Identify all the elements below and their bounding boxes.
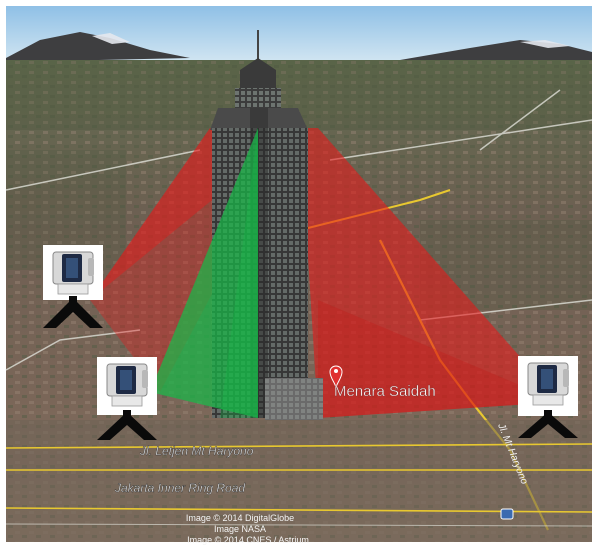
poi-label: Menara Saidah <box>334 383 436 400</box>
coverage-right-red <box>300 128 560 418</box>
tripod-icon <box>518 410 578 438</box>
tripod-icon <box>43 296 103 328</box>
scanner-right[interactable] <box>518 356 578 438</box>
map-pin-icon[interactable] <box>329 365 343 389</box>
laser-scanner-icon <box>527 362 569 406</box>
laser-scanner-icon <box>106 363 148 407</box>
imagery-credits: Image © 2014 DigitalGlobe Image NASA Ima… <box>186 513 309 545</box>
road-shield-icon <box>500 508 514 520</box>
tripod-icon <box>97 410 157 440</box>
road-yellow-main <box>5 443 593 449</box>
credit-line-2: Image NASA <box>214 524 266 534</box>
coverage-center-green <box>150 128 258 418</box>
credit-line-1: Image © 2014 DigitalGlobe <box>186 513 294 523</box>
mountain-left <box>6 32 190 62</box>
poi-marker[interactable]: Menara Saidah <box>329 365 436 400</box>
road-label-primary: Jl. Letjen Mt Haryono <box>139 444 254 458</box>
laser-scanner-icon <box>52 251 94 295</box>
scanner-center[interactable] <box>97 357 157 440</box>
road-label-secondary: Jakarta Inner Ring Road <box>114 481 245 495</box>
credit-line-3: Image © 2014 CNES / Astrium <box>187 535 309 545</box>
scanner-left[interactable] <box>43 245 103 328</box>
